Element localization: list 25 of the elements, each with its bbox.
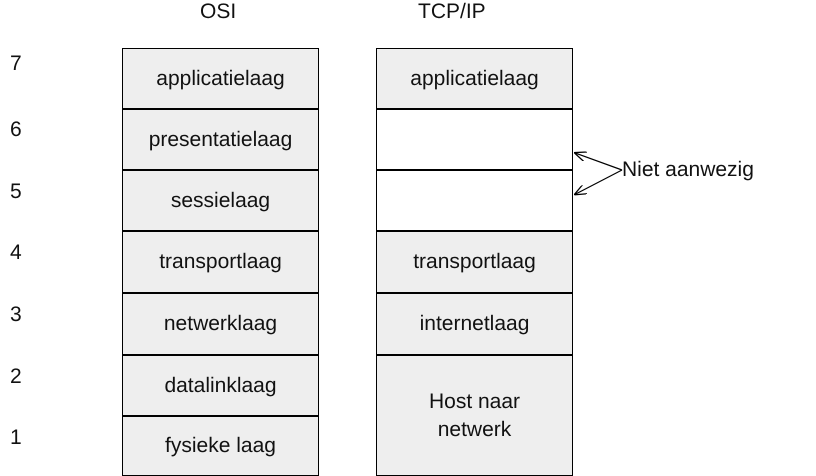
layer-box: transportlaag bbox=[122, 231, 319, 293]
layer-number: 2 bbox=[10, 365, 22, 389]
empty-box bbox=[376, 170, 573, 231]
layer-number: 6 bbox=[10, 118, 22, 142]
layer-number: 7 bbox=[10, 52, 22, 76]
leader-arrow bbox=[573, 151, 622, 171]
layer-box: Host naar netwerk bbox=[376, 355, 573, 476]
layer-box: presentatielaag bbox=[122, 109, 319, 170]
layer-number: 1 bbox=[10, 426, 22, 450]
column-heading: OSI bbox=[200, 0, 236, 24]
annotation-text: Niet aanwezig bbox=[622, 156, 812, 184]
layer-box: netwerklaag bbox=[122, 293, 319, 355]
layer-box: fysieke laag bbox=[122, 416, 319, 476]
layer-box: sessielaag bbox=[122, 170, 319, 231]
layer-box: internetlaag bbox=[376, 293, 573, 355]
layer-box: transportlaag bbox=[376, 231, 573, 293]
layer-box: applicatielaag bbox=[122, 48, 319, 109]
layer-box: datalinklaag bbox=[122, 355, 319, 416]
empty-box bbox=[376, 109, 573, 170]
layer-box: applicatielaag bbox=[376, 48, 573, 109]
column-heading: TCP/IP bbox=[418, 0, 486, 24]
layer-number: 3 bbox=[10, 303, 22, 327]
layer-number: 4 bbox=[10, 241, 22, 265]
layer-number: 5 bbox=[10, 180, 22, 204]
leader-arrow bbox=[573, 169, 622, 196]
